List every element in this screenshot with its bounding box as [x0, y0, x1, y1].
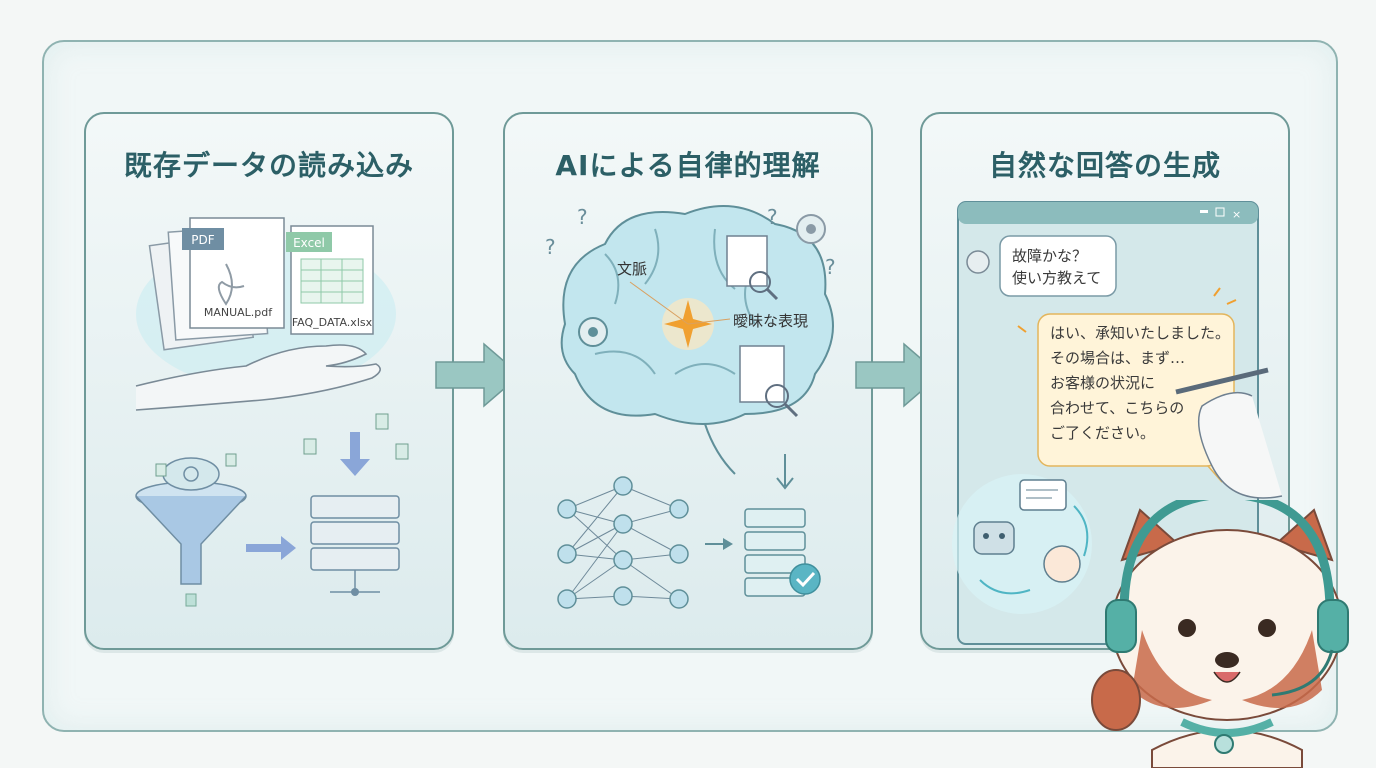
- user-message-line: 使い方教えて: [1012, 269, 1101, 287]
- down-arrow-icon: [777, 454, 793, 488]
- ai-reply-line: その場合は、まず…: [1050, 349, 1185, 367]
- ai-reply-bubble: はい、承知いたしました。 その場合は、まず… お客様の状況に 合わせて、こちらの…: [1038, 314, 1234, 482]
- flow-arrow-icon: [246, 536, 296, 560]
- svg-text:?: ?: [545, 235, 556, 259]
- pdf-tag: PDF: [191, 233, 214, 247]
- svg-text:?: ?: [825, 255, 836, 279]
- ai-reply-line: お客様の状況に: [1050, 374, 1155, 392]
- data-loading-illustration: PDF MANUAL.pdf Excel FAQ_DATA.xlsx: [86, 114, 452, 648]
- pdf-filename: MANUAL.pdf: [204, 306, 273, 319]
- svg-text:?: ?: [577, 205, 588, 229]
- ai-reply-line: 合わせて、こちらの: [1050, 399, 1184, 417]
- user-message-bubble: 故障かな？ 使い方教えて: [1000, 236, 1116, 296]
- user-avatar-icon: [967, 251, 989, 273]
- excel-spreadsheet-icon: Excel FAQ_DATA.xlsx: [286, 226, 373, 334]
- excel-filename: FAQ_DATA.xlsx: [292, 316, 373, 329]
- label-context: 文脈: [617, 260, 647, 278]
- neural-network-icon: [558, 477, 688, 608]
- database-check-icon: [745, 509, 820, 596]
- funnel-icon: [136, 482, 246, 606]
- label-ambiguous: 曖昧な表現: [733, 312, 808, 330]
- excel-tag: Excel: [293, 236, 325, 250]
- download-arrow-icon: [340, 432, 370, 476]
- step-panel-data-loading: 既存データの読み込み PDF MANUAL.pdf Excel FAQ_DATA…: [84, 112, 454, 650]
- step-panel-ai-understanding: AIによる自律的理解 文脈 曖昧な表現: [503, 112, 873, 650]
- svg-text:?: ?: [767, 205, 778, 229]
- red-panda-mascot-icon: [1082, 500, 1372, 768]
- server-database-icon: [311, 496, 399, 596]
- svg-text:×: ×: [1232, 208, 1241, 221]
- user-message-line: 故障かな？: [1012, 247, 1087, 265]
- pdf-document-icon: PDF MANUAL.pdf: [149, 218, 284, 350]
- ai-reply-line: はい、承知いたしました。: [1050, 324, 1230, 342]
- ai-understanding-illustration: 文脈 曖昧な表現 ????: [505, 114, 871, 648]
- ai-reply-line: ご了ください。: [1050, 424, 1155, 442]
- ai-user-exchange-icon: [952, 474, 1092, 614]
- cloud-sync-icon: [163, 458, 219, 490]
